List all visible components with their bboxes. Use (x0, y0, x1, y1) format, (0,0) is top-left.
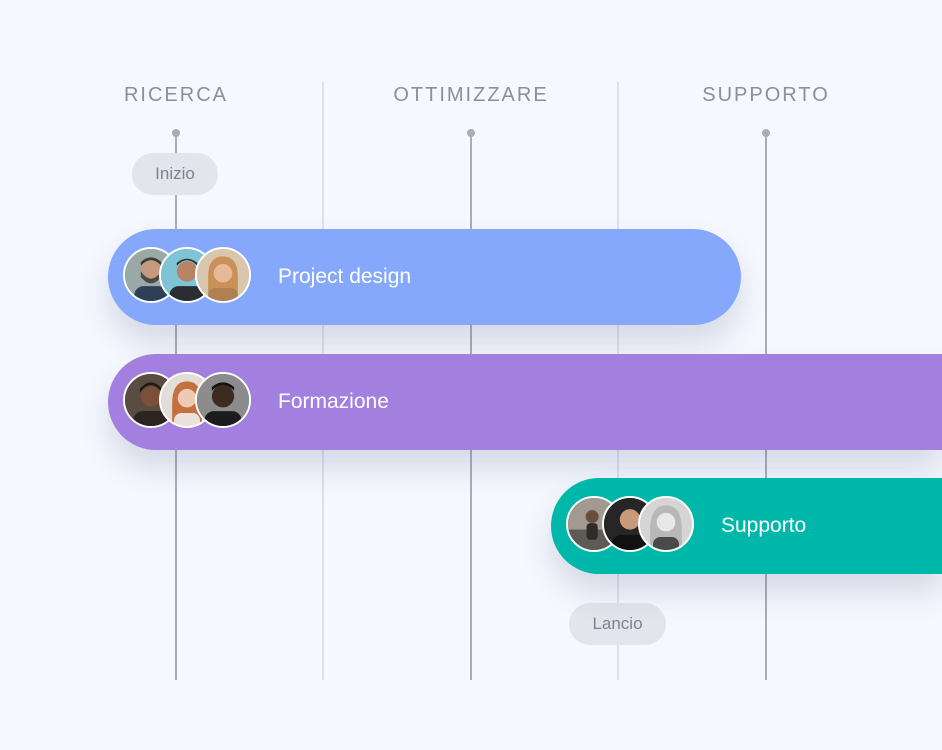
milestone-launch: Lancio (569, 603, 666, 645)
task-label-formazione: Formazione (278, 390, 389, 413)
task-bar-formazione[interactable]: Formazione (108, 354, 942, 450)
avatar (195, 247, 251, 303)
task-label-supporto: Supporto (721, 514, 807, 537)
task-bar-supporto[interactable]: Supporto (551, 478, 942, 574)
timeline-dot-ricerca (172, 129, 180, 137)
avatar-woman-blonde-icon (197, 249, 249, 301)
avatar-man-portrait-icon (197, 374, 249, 426)
avatar (638, 496, 694, 552)
timeline-dot-supporto (762, 129, 770, 137)
task-bar-project-design[interactable]: Project design (108, 229, 741, 325)
avatar (195, 372, 251, 428)
phase-header-ottimizzare: OTTIMIZZARE (393, 84, 549, 106)
task-label-project-design: Project design (278, 265, 412, 288)
milestone-start: Inizio (132, 153, 218, 195)
phase-header-supporto: SUPPORTO (702, 84, 830, 106)
phase-header-ricerca: RICERCA (123, 84, 229, 106)
timeline-dot-ottimizzare (467, 129, 475, 137)
avatar-woman-grayscale-icon (640, 498, 692, 550)
